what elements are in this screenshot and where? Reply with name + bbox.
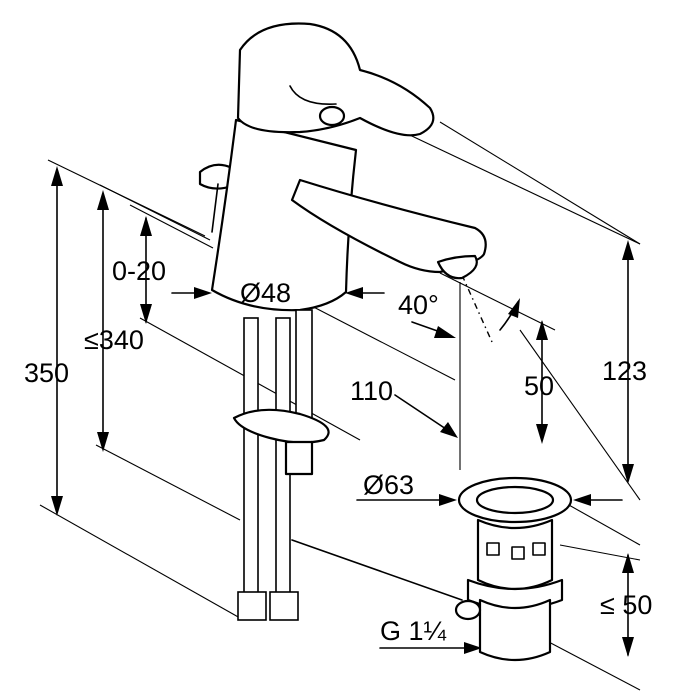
label-drain-height: ≤ 50: [600, 590, 652, 620]
label-height-total: 350: [24, 358, 69, 388]
extension-lines: [39, 101, 641, 691]
drain-assembly: [454, 476, 573, 662]
supply-hoses: [232, 309, 463, 621]
faucet-body: [198, 22, 487, 312]
label-height-top: 123: [602, 356, 647, 386]
label-thread: G 1¼: [380, 616, 447, 646]
label-adjust-range: 0-20: [112, 256, 166, 286]
label-body-diameter: Ø48: [240, 278, 291, 308]
dimension-lines: [51, 166, 634, 657]
label-reach: 110: [350, 376, 393, 406]
dimension-labels: 350 ≤340 0-20 Ø48 40° 110 50 123 Ø63 ≤ 5…: [24, 256, 652, 646]
label-height-max: ≤340: [84, 325, 144, 355]
label-spout-angle: 40°: [398, 290, 439, 320]
label-drain-diameter: Ø63: [363, 470, 414, 500]
label-aerator-height: 50: [524, 371, 554, 401]
